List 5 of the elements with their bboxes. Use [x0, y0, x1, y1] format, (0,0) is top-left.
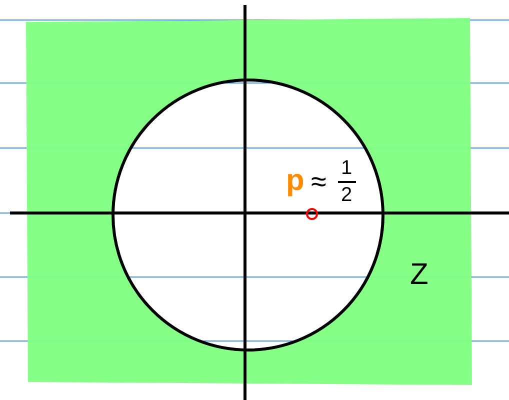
- fraction-denominator: 2: [341, 185, 352, 205]
- approx-sign: ≈: [311, 168, 326, 196]
- variable-label: p: [286, 166, 304, 196]
- fraction-numerator: 1: [341, 158, 352, 178]
- region-label: Z: [410, 260, 428, 290]
